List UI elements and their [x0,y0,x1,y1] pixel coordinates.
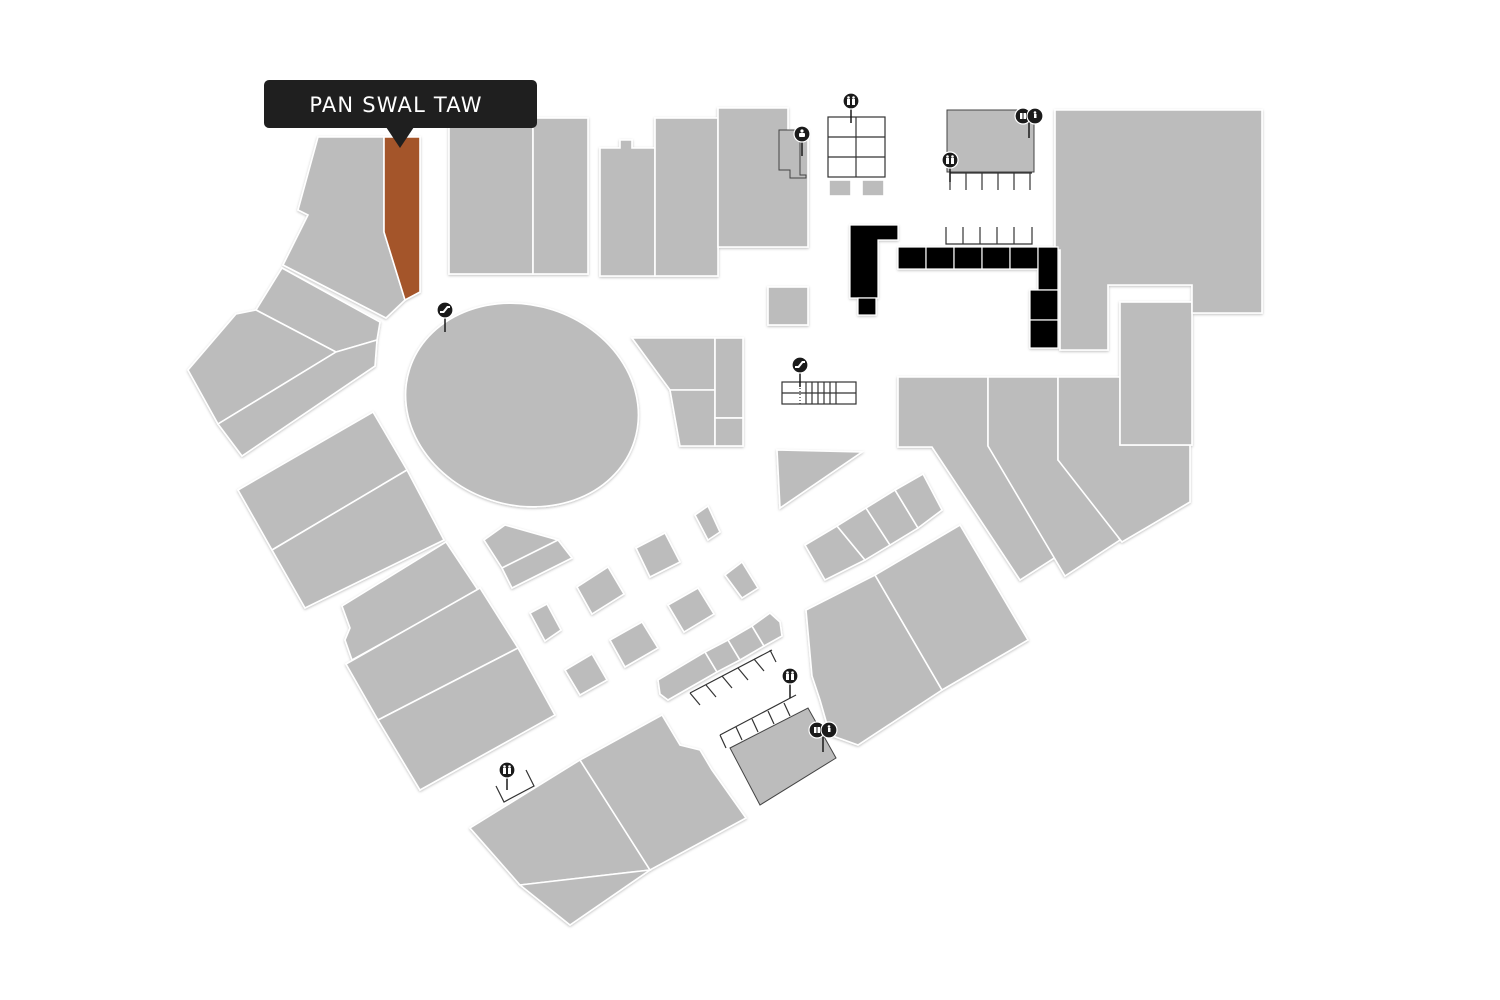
store-unit[interactable] [448,117,534,275]
store-tooltip-label: PAN SWAL TAW [309,93,482,117]
occupied-unit[interactable] [1037,246,1059,291]
occupied-unit[interactable] [981,246,1011,270]
occupied-unit[interactable] [897,246,927,270]
store-unit[interactable] [767,286,809,326]
store-tooltip: PAN SWAL TAW [264,80,537,148]
accessible-restroom-icon[interactable] [808,721,838,752]
restroom-icon[interactable] [842,92,860,123]
accessible-restroom-icon[interactable] [1014,107,1044,138]
store-unit[interactable] [376,646,557,792]
store-unit[interactable] [578,713,748,872]
store-unit[interactable] [518,869,651,926]
restroom-icon[interactable] [781,667,799,698]
parking-bays-south [495,649,797,803]
store-unit[interactable] [714,417,744,447]
store-pan-swal-taw[interactable] [383,136,421,302]
parking-bays-north [827,116,886,197]
escalator-icon[interactable] [791,356,809,387]
kiosk[interactable] [634,531,682,579]
store-unit[interactable] [893,472,944,530]
store-unit[interactable] [500,538,574,590]
kiosk[interactable] [575,565,626,616]
occupied-unit[interactable] [953,246,983,270]
store-unit[interactable] [532,117,589,275]
escalator-icon[interactable] [436,301,454,332]
occupied-unit[interactable] [849,224,899,299]
kiosk[interactable] [666,586,716,634]
central-atrium-anchor[interactable] [379,273,665,536]
occupied-unit[interactable] [857,297,877,316]
store-unit[interactable] [654,117,719,277]
store-unit[interactable] [599,139,656,277]
store-unit[interactable] [776,449,865,510]
occupied-unit[interactable] [1029,289,1059,321]
kiosk[interactable] [693,504,722,542]
parking-bays-rest [945,172,1033,245]
occupied-unit[interactable] [925,246,955,270]
store-unit[interactable] [714,337,744,419]
kiosk[interactable] [528,602,563,643]
escalator-steps [781,381,857,405]
store-unit[interactable] [669,389,716,447]
kiosk[interactable] [657,650,719,701]
restroom-icon[interactable] [941,151,959,182]
kiosk[interactable] [608,620,660,669]
kiosk[interactable] [750,611,783,648]
occupied-unit[interactable] [1029,319,1059,349]
kiosk[interactable] [563,652,609,697]
store-unit[interactable] [270,468,446,610]
kiosk[interactable] [723,560,760,600]
baby-change-icon[interactable] [793,125,811,156]
restroom-icon[interactable] [498,761,516,790]
store-unit[interactable] [873,523,1030,692]
store-unit[interactable] [1119,301,1193,446]
store-unit[interactable] [216,338,378,458]
occupied-unit[interactable] [1009,246,1039,270]
store-unit[interactable] [630,337,716,391]
